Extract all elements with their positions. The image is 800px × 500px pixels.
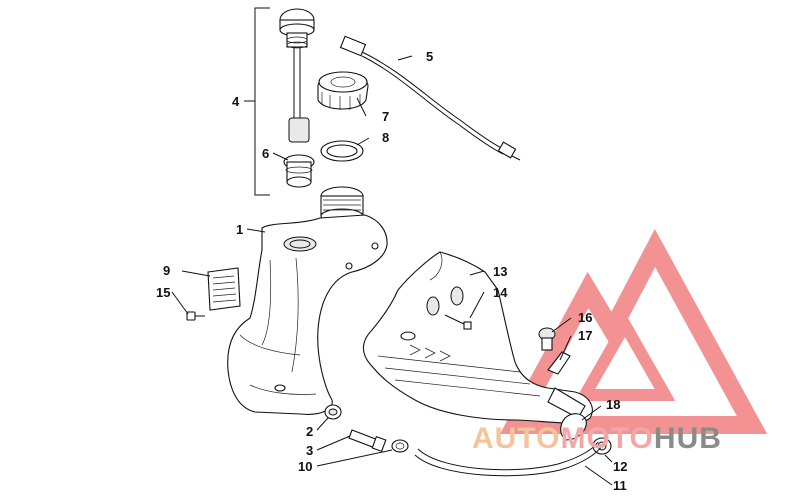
label-1: 1 (236, 222, 243, 237)
part-labels: 1 2 3 4 5 6 7 8 9 10 11 12 13 14 15 16 1… (156, 49, 627, 493)
label-6: 6 (262, 146, 269, 161)
label-4: 4 (232, 94, 240, 109)
label-16: 16 (578, 310, 592, 325)
watermark-auto: AUTO (472, 422, 560, 455)
watermark-text: AUTOMOTOHUB (472, 422, 722, 455)
grommet-6 (283, 154, 315, 188)
fuel-cap-7 (317, 71, 369, 110)
gauge-cap (279, 8, 315, 143)
valve-3 (348, 429, 387, 453)
shield-13 (362, 251, 593, 424)
grommet-2 (324, 404, 342, 420)
bracket-4 (244, 7, 270, 196)
label-14: 14 (493, 285, 508, 300)
label-10: 10 (298, 459, 312, 474)
leader-lines (171, 55, 613, 486)
screw-15 (186, 311, 205, 321)
fitting-16-17 (538, 327, 586, 419)
label-8: 8 (382, 130, 389, 145)
decal-9 (207, 267, 241, 311)
clamp-18 (560, 413, 587, 441)
label-9: 9 (163, 263, 170, 278)
gasket-8 (320, 140, 364, 162)
wire-harness-5 (339, 35, 521, 161)
watermark-hub: HUB (654, 422, 722, 455)
label-13: 13 (493, 264, 507, 279)
svg-text:AUTOMOTOHUB: AUTOMOTOHUB (472, 422, 722, 455)
hose-11 (414, 441, 603, 477)
label-3: 3 (306, 443, 313, 458)
watermark-moto: MOTO (560, 422, 653, 455)
label-17: 17 (578, 328, 592, 343)
label-2: 2 (306, 424, 313, 439)
clamp-10 (391, 439, 409, 453)
label-18: 18 (606, 397, 620, 412)
label-7: 7 (382, 109, 389, 124)
label-5: 5 (426, 49, 433, 64)
fuel-tank-1 (227, 214, 388, 415)
screw-14 (444, 314, 472, 330)
watermark-logo (499, 228, 768, 434)
label-11: 11 (613, 478, 627, 493)
label-15: 15 (156, 285, 170, 300)
label-12: 12 (613, 459, 627, 474)
